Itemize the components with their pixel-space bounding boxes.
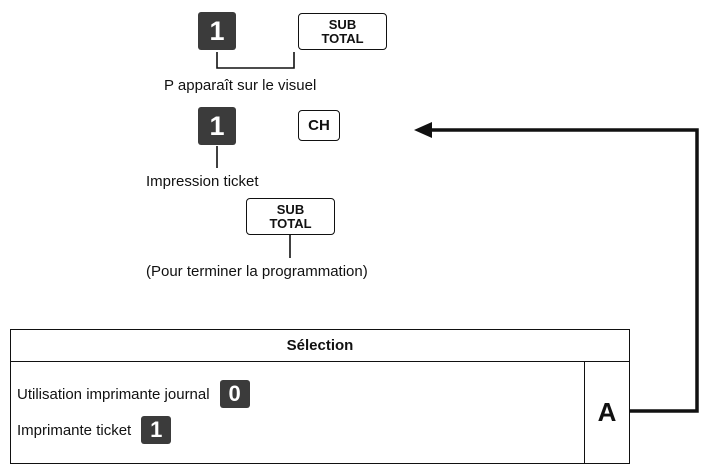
label-end-programming: (Pour terminer la programmation) <box>146 263 368 280</box>
arrow-head <box>414 122 432 138</box>
table-row: Utilisation imprimante journal 0 <box>17 380 250 408</box>
row-label-journal: Utilisation imprimante journal <box>17 385 210 403</box>
label-print-ticket: Impression ticket <box>146 173 259 190</box>
numeric-key-1-second: 1 <box>198 107 236 145</box>
numeric-key-0: 0 <box>219 380 250 408</box>
bracket-connector <box>216 52 295 69</box>
row-label-ticket: Imprimante ticket <box>17 421 132 439</box>
subtotal-key-end-line2: TOTAL <box>269 215 312 231</box>
label-p-display: P apparaît sur le visuel <box>164 77 317 94</box>
table-row: Imprimante ticket 1 <box>17 416 172 444</box>
selection-table: Sélection Utilisation imprimante journal… <box>10 329 630 464</box>
numeric-key-1: 1 <box>198 12 236 50</box>
ch-key: CH <box>298 110 340 141</box>
selection-table-header: Sélection <box>11 330 629 362</box>
subtotal-key-end: SUB TOTAL <box>246 198 335 235</box>
subtotal-key: SUB TOTAL <box>298 13 387 50</box>
selector-cell-a: A <box>584 361 629 463</box>
subtotal-key-line1: SUB <box>328 16 357 32</box>
loop-arrow-line <box>430 128 699 413</box>
subtotal-key-line2: TOTAL <box>321 30 364 46</box>
numeric-key-1-row: 1 <box>141 416 172 444</box>
subtotal-key-end-line1: SUB <box>276 201 305 217</box>
